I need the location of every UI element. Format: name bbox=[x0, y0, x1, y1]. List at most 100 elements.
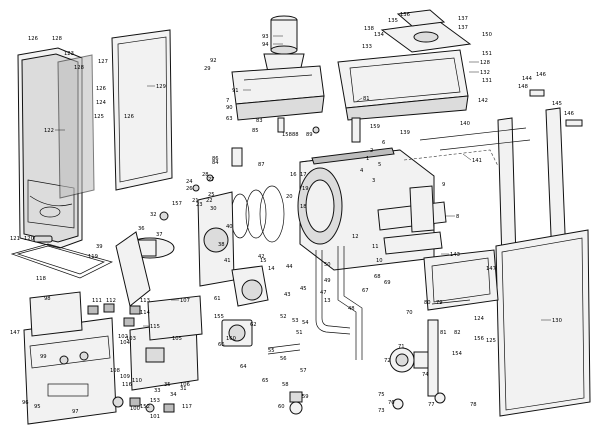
callout-c104: 104 bbox=[120, 340, 131, 346]
callout-c112: 100 bbox=[130, 406, 140, 412]
callout-c54: 26 bbox=[186, 186, 193, 192]
callout-c120: 160 bbox=[226, 336, 236, 342]
callout-c59: 18 bbox=[300, 204, 307, 210]
callout-c151: 82 bbox=[454, 330, 461, 336]
callout-c79: 5 bbox=[378, 162, 381, 168]
outline-dashed bbox=[403, 149, 499, 167]
callout-c16: 93 bbox=[262, 34, 269, 40]
callout-c83: 3 bbox=[372, 178, 375, 184]
callout-c134: 59 bbox=[302, 394, 309, 400]
callout-c39: 148 bbox=[518, 84, 528, 90]
callout-c31: 150 bbox=[482, 32, 492, 38]
callout-c162: 23 bbox=[196, 202, 203, 208]
callout-c35: 131 bbox=[482, 78, 492, 84]
callout-c163: 13 bbox=[324, 298, 331, 304]
flue-hood bbox=[231, 15, 325, 121]
callout-c168: 9 bbox=[442, 182, 445, 188]
callout-c140: 71 bbox=[398, 344, 405, 350]
callout-c141: 72 bbox=[384, 358, 391, 364]
callout-c45: 141 bbox=[472, 158, 482, 164]
callout-c64: 40 bbox=[226, 224, 233, 230]
callout-c43: 139 bbox=[400, 130, 410, 136]
burner-rings bbox=[230, 185, 285, 243]
callout-c80: 6 bbox=[382, 140, 385, 146]
callout-c142: 73 bbox=[378, 408, 385, 414]
callout-c107: 108 bbox=[110, 368, 120, 374]
callout-c26: 137 bbox=[458, 16, 468, 22]
callout-c144: 75 bbox=[378, 392, 385, 398]
callout-c139: 70 bbox=[406, 310, 413, 316]
callout-c65: 38 bbox=[218, 242, 225, 248]
callout-c25: 135 bbox=[388, 18, 398, 24]
callout-c18: 92 bbox=[210, 58, 217, 64]
small-connectors bbox=[87, 303, 175, 413]
rear-panel-sheet bbox=[57, 54, 95, 199]
callout-c158: 34 bbox=[170, 392, 177, 398]
callout-c2: 123 bbox=[64, 51, 74, 57]
callout-c56: 25 bbox=[208, 192, 215, 198]
callout-c68: 44 bbox=[286, 264, 293, 270]
callout-c125: 61 bbox=[214, 296, 221, 302]
callout-c28: 137 bbox=[458, 25, 468, 31]
callout-c99: 115 bbox=[150, 324, 160, 330]
callout-c32: 151 bbox=[482, 51, 492, 57]
callout-c15: 118 bbox=[36, 276, 46, 282]
callout-c76: 11 bbox=[372, 244, 379, 250]
callout-c160: 21 bbox=[192, 198, 199, 204]
callout-c40: 142 bbox=[478, 98, 488, 104]
callout-c13: 120 bbox=[24, 236, 34, 242]
callout-c156: 31 bbox=[180, 386, 187, 392]
pipework bbox=[267, 246, 363, 360]
callout-c7: 125 bbox=[94, 114, 104, 120]
callout-c117: 152 bbox=[140, 404, 150, 410]
callout-c52: 28 bbox=[202, 172, 209, 178]
callout-c102: 102 bbox=[118, 334, 128, 340]
callout-c86: 84 bbox=[212, 160, 219, 166]
callout-c71: 47 bbox=[320, 290, 327, 296]
callout-c37: 144 bbox=[522, 76, 533, 82]
callout-c88: 87 bbox=[258, 162, 265, 168]
pump bbox=[389, 347, 433, 373]
plug-part bbox=[33, 235, 53, 243]
callout-c98: 107 bbox=[180, 298, 190, 304]
callout-c133: 58 bbox=[282, 382, 289, 388]
callout-c135: 60 bbox=[278, 404, 285, 410]
callout-c159: 35 bbox=[164, 382, 171, 388]
callout-c129: 51 bbox=[296, 330, 303, 336]
callout-c101: 99 bbox=[40, 354, 47, 360]
callout-c105: 105 bbox=[172, 336, 182, 342]
callout-c97: 114 bbox=[140, 310, 151, 316]
callout-c53: 27 bbox=[208, 177, 215, 183]
side-bracket bbox=[377, 185, 447, 255]
pcb-housing bbox=[129, 295, 203, 391]
leader-c36 bbox=[355, 97, 363, 103]
callout-c8: 122 bbox=[44, 128, 54, 134]
callout-c137: 68 bbox=[374, 274, 381, 280]
callout-c108: 109 bbox=[120, 374, 130, 380]
callout-c167: 17 bbox=[300, 172, 307, 178]
sensor-parts bbox=[159, 89, 583, 221]
callout-c66: 41 bbox=[224, 258, 231, 264]
callout-c50: 32 bbox=[150, 212, 157, 218]
callout-c57: 20 bbox=[286, 194, 293, 200]
callout-c147: 78 bbox=[470, 402, 477, 408]
callout-c10: 126 bbox=[124, 114, 134, 120]
callout-c146: 77 bbox=[428, 402, 435, 408]
callout-c3: 128 bbox=[74, 65, 84, 71]
callout-c48: 130 bbox=[552, 318, 562, 324]
valve-fittings bbox=[289, 391, 446, 415]
callout-c100: 147 bbox=[10, 330, 20, 336]
flue-adaptor-plate bbox=[380, 9, 472, 53]
callout-c27: 138 bbox=[364, 26, 374, 32]
callout-c128: 52 bbox=[280, 314, 287, 320]
callout-c36: 81 bbox=[363, 96, 370, 102]
air-box-cover bbox=[337, 49, 469, 121]
callout-c73: 49 bbox=[324, 278, 331, 284]
callout-c89: 83 bbox=[256, 118, 263, 124]
callout-c82: 1 bbox=[366, 156, 369, 162]
callout-c154: 154 bbox=[452, 351, 463, 357]
callout-c47: 147 bbox=[486, 266, 496, 272]
callout-c150: 81 bbox=[440, 330, 447, 336]
